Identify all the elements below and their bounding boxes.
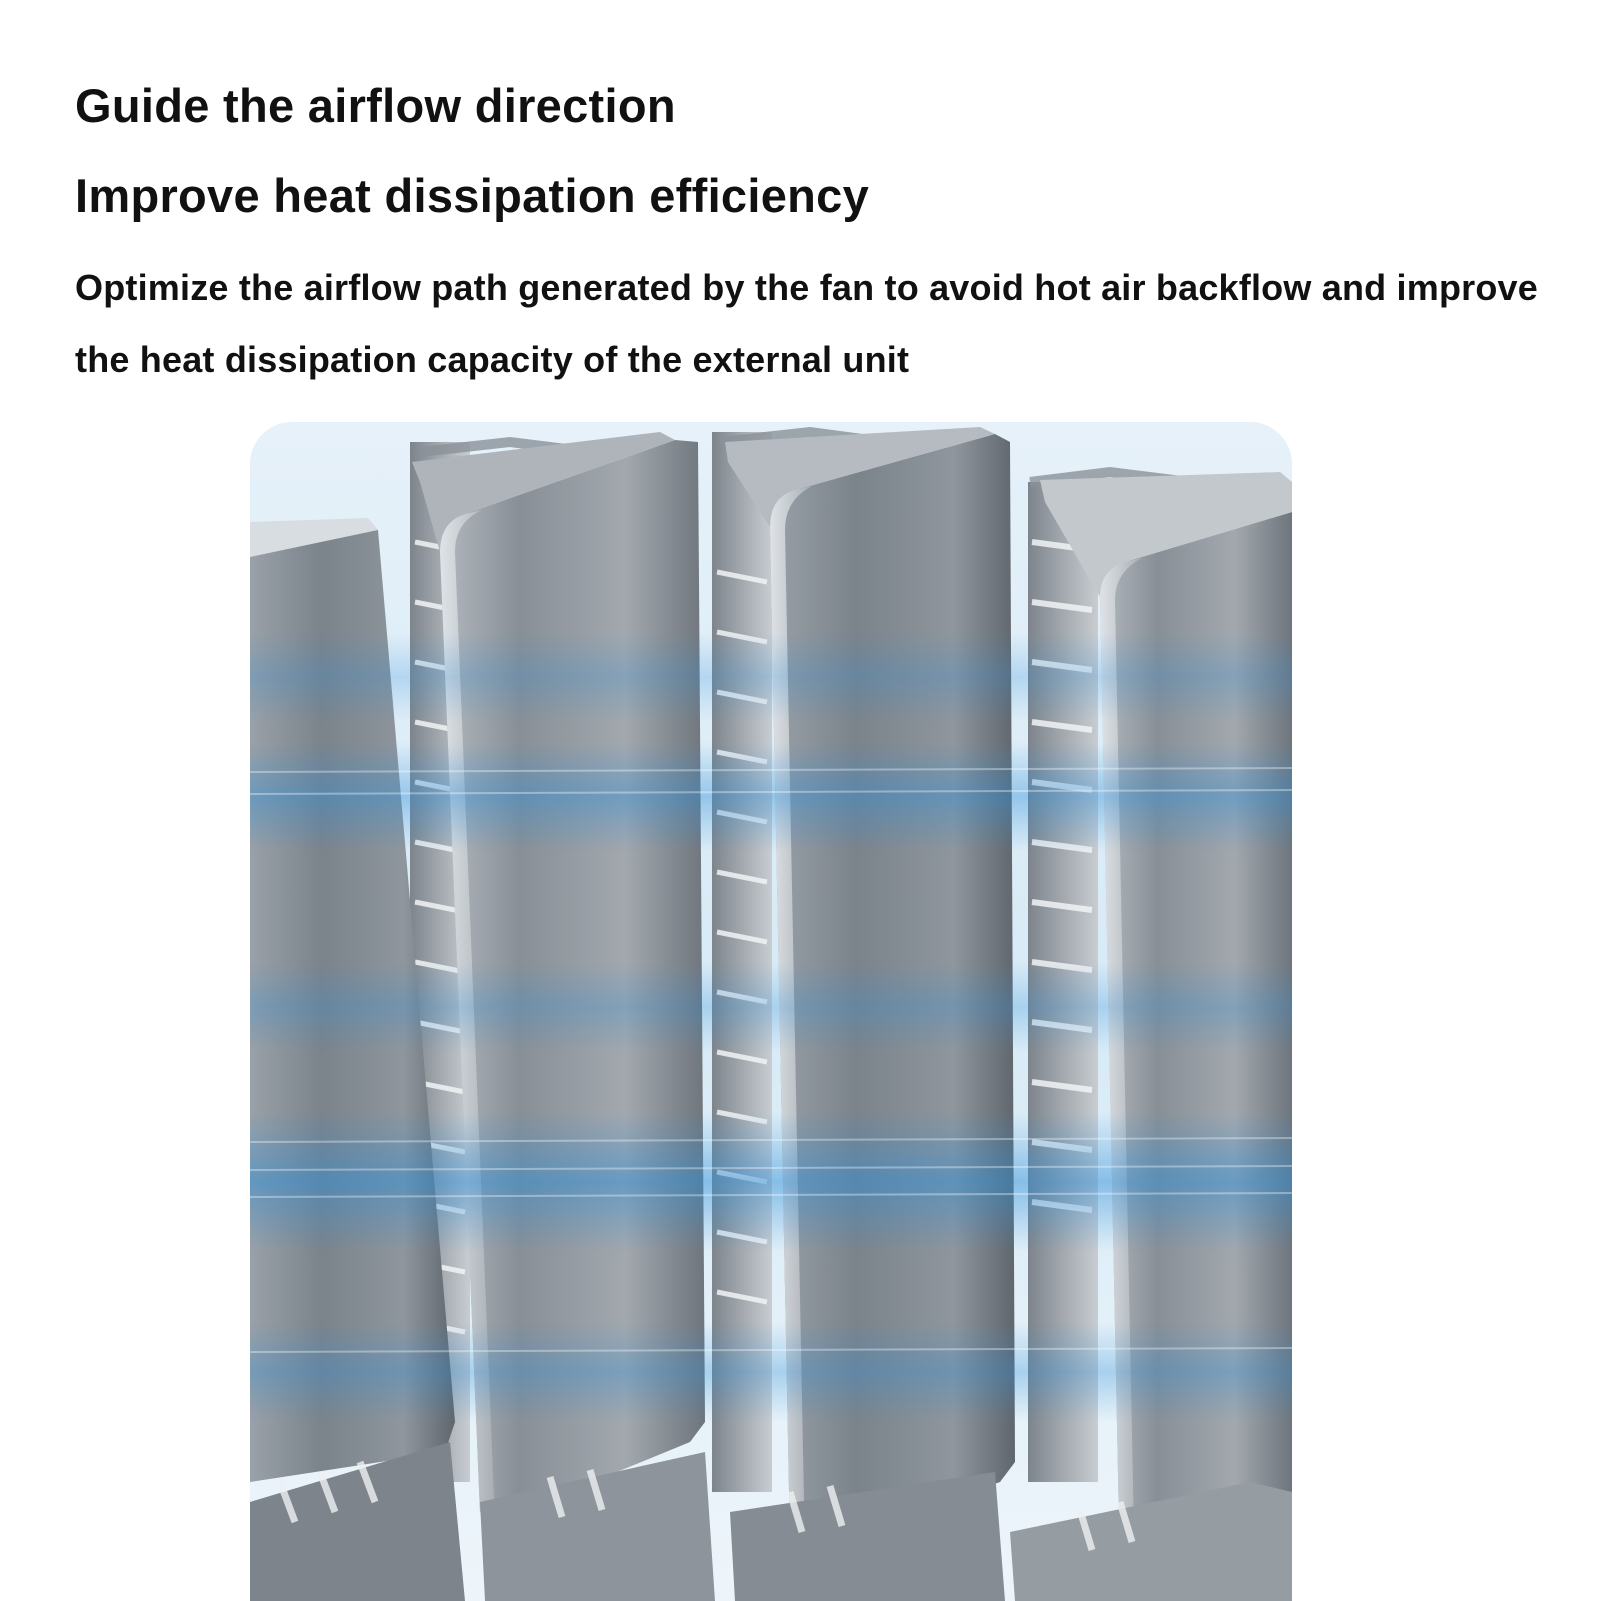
lower-blades bbox=[250, 1442, 1292, 1601]
headline-heat-dissipation: Improve heat dissipation efficiency bbox=[75, 169, 870, 222]
fan-blades-illustration bbox=[250, 422, 1292, 1601]
description-text: Optimize the airflow path generated by t… bbox=[75, 267, 1539, 380]
fan-blades-photo bbox=[250, 422, 1292, 1601]
headline-airflow: Guide the airflow direction bbox=[75, 79, 676, 132]
airflow-streaks bbox=[250, 632, 1292, 1422]
